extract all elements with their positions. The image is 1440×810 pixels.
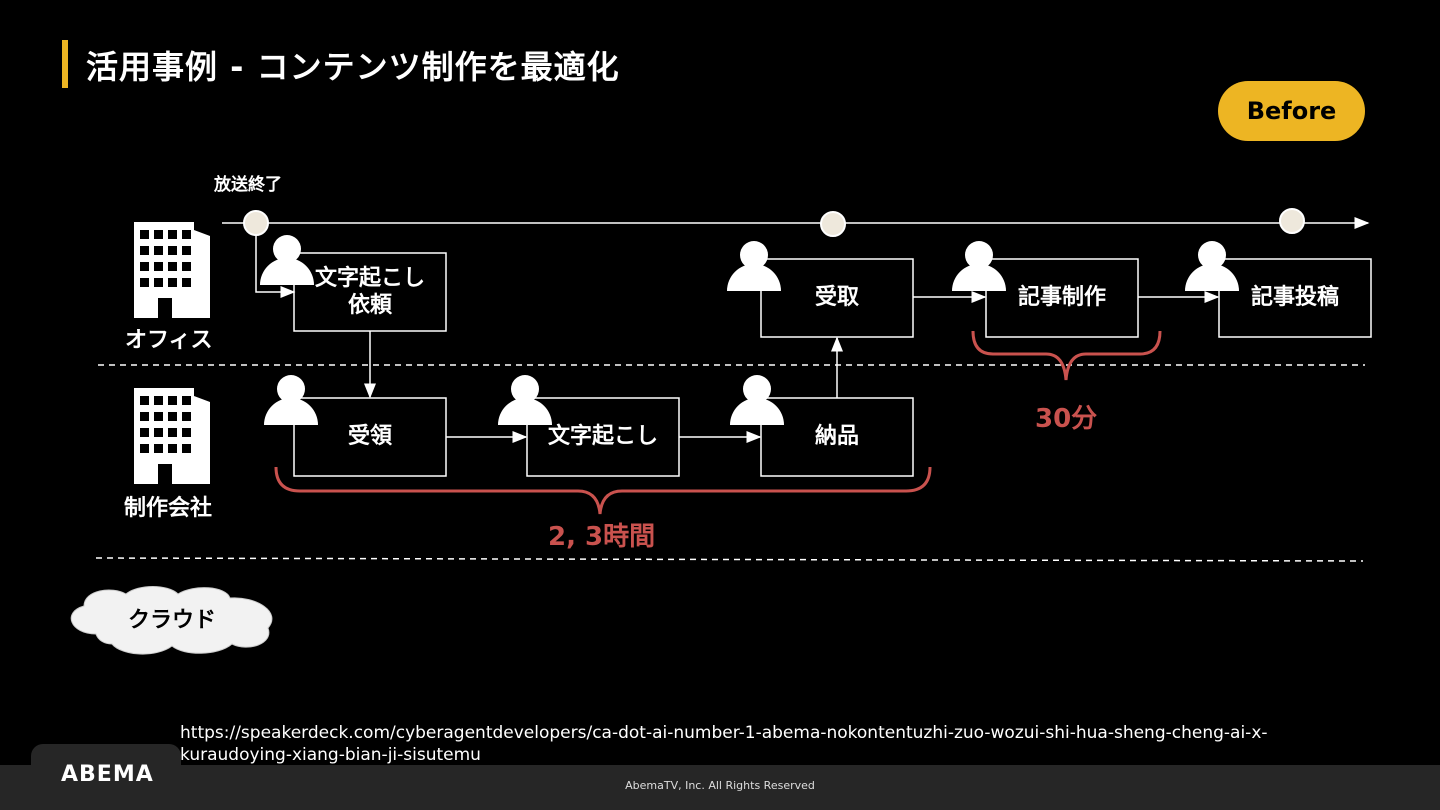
timeline-node-start xyxy=(243,210,269,236)
production-building-icon xyxy=(134,388,210,484)
step-label-transcribe: 文字起こし xyxy=(547,424,658,450)
lane-label-cloud: クラウド xyxy=(127,608,216,633)
lane-divider-2 xyxy=(95,557,1364,562)
source-url[interactable]: https://speakerdeck.com/cyberagentdevelo… xyxy=(180,723,1268,765)
brace-production xyxy=(274,466,932,515)
logo-tab xyxy=(31,744,181,810)
page-title: 活用事例 - コンテンツ制作を最適化 xyxy=(86,48,620,86)
broadcast-end-label: 放送終了 xyxy=(214,175,282,195)
step-label-receive-order: 受領 xyxy=(347,424,392,450)
copyright: AbemaTV, Inc. All Rights Reserved xyxy=(625,779,815,792)
abema-logo: ABEMA xyxy=(61,762,154,787)
step-label-request: 文字起こし 依頼 xyxy=(314,265,425,319)
duration-article: 30分 xyxy=(1035,404,1098,434)
lane-label-production: 制作会社 xyxy=(124,496,213,521)
lane-label-office: オフィス xyxy=(125,328,213,353)
timeline-node-mid xyxy=(820,211,846,237)
cloud-shape xyxy=(70,586,273,655)
title-accent-bar xyxy=(62,40,68,88)
timeline-node-end xyxy=(1279,208,1305,234)
brace-article xyxy=(971,330,1162,381)
before-badge: Before xyxy=(1218,81,1365,141)
office-building-icon xyxy=(134,222,210,318)
arrow-start-to-request xyxy=(255,235,296,298)
step-label-article-post: 記事投稿 xyxy=(1250,285,1339,311)
step-label-deliver: 納品 xyxy=(814,424,859,450)
duration-production: 2, 3時間 xyxy=(548,522,656,552)
footer-bar xyxy=(0,765,1440,810)
step-label-article-create: 記事制作 xyxy=(1017,285,1106,311)
step-label-receive: 受取 xyxy=(814,285,859,311)
